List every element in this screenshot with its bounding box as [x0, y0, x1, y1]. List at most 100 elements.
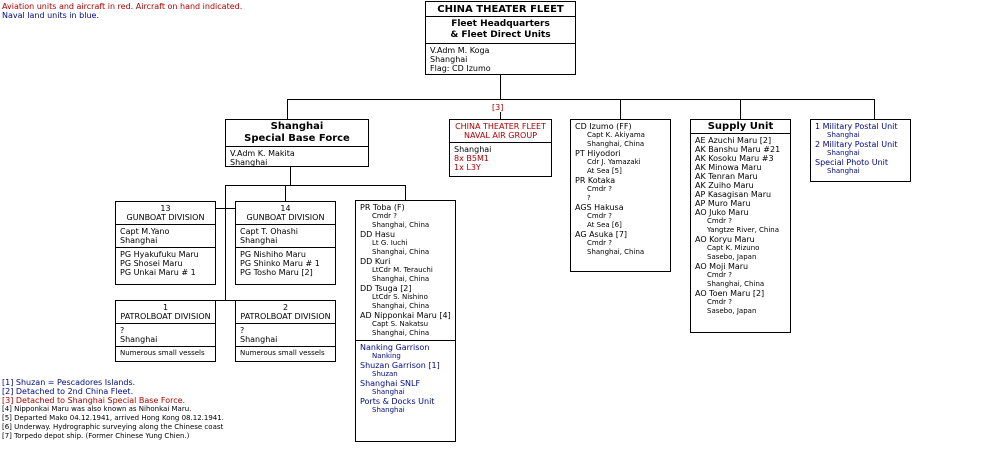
- sbf-ship-line: PR Toba (F): [360, 203, 405, 212]
- connector: [285, 185, 286, 201]
- gd14-commander: Capt T. Ohashi: [240, 227, 298, 236]
- garrison-line: Shuzan Garrison [1]: [360, 361, 440, 370]
- fleet-direct-ship-line: ?: [587, 194, 591, 202]
- pd1-commander: ?: [120, 326, 125, 335]
- hq-fleet-name: CHINA THEATER FLEET: [437, 4, 564, 15]
- supply-ship-line: AO Juko Maru: [695, 208, 749, 217]
- footnote-6: [6] Underway. Hydrographic surveying alo…: [2, 423, 224, 431]
- pd2-commander: ?: [240, 326, 245, 335]
- footnote-2: [2] Detached to 2nd China Fleet.: [2, 387, 134, 396]
- air-location: Shanghai: [454, 145, 492, 154]
- supply-ship-line: AO Koryu Maru: [695, 235, 755, 244]
- pd1-vessels: Numerous small vessels: [120, 349, 205, 357]
- supply-ship-line: Sasebo, Japan: [707, 253, 757, 261]
- garrison-line: Nanking Garrison: [360, 343, 430, 352]
- supply-ship-line: AK Tenran Maru: [695, 172, 758, 181]
- supply-unit-box: Supply Unit AE Azuchi Maru [2]AK Banshu …: [690, 119, 791, 333]
- hq-flag: Flag: CD Izumo: [430, 64, 491, 73]
- hq-location: Shanghai: [430, 55, 468, 64]
- footnote-3: [3] Detached to Shanghai Special Base Fo…: [2, 396, 186, 405]
- postal-unit-line: Shanghai: [827, 167, 860, 175]
- gd13-type: GUNBOAT DIVISION: [126, 213, 205, 222]
- garrison-line: Ports & Docks Unit: [360, 397, 435, 406]
- gd14-ship: PG Nishiho Maru: [240, 250, 306, 259]
- air-aircraft-1: 8x B5M1: [454, 154, 489, 163]
- connector: [287, 99, 874, 100]
- supply-ship-line: AO Moji Maru: [695, 262, 749, 271]
- fleet-direct-ship-line: At Sea [6]: [587, 221, 622, 229]
- supply-ship-line: AP Kasagisan Maru: [695, 190, 772, 199]
- supply-ship-line: AP Muro Maru: [695, 199, 751, 208]
- fleet-direct-ship-line: PT Hiyodori: [575, 149, 621, 158]
- sbf-ship-line: Capt S. Nakatsu: [372, 320, 429, 328]
- fleet-direct-ship-line: Cmdr ?: [587, 239, 612, 247]
- supply-ship-line: AK Kosoku Maru #3: [695, 154, 774, 163]
- garrison-line: Shuzan: [372, 370, 398, 378]
- footnotes: [1] Shuzan = Pescadores Islands. [2] Det…: [2, 378, 224, 441]
- supply-ship-line: Sasebo, Japan: [707, 307, 757, 315]
- gd14-number: 14: [280, 204, 291, 213]
- gd14-type: GUNBOAT DIVISION: [246, 213, 325, 222]
- gd13-ship: PG Unkai Maru # 1: [120, 268, 196, 277]
- sbf-ship-line: AD Nipponkai Maru [4]: [360, 311, 451, 320]
- air-group-box: CHINA THEATER FLEET NAVAL AIR GROUP Shan…: [449, 119, 552, 177]
- fleet-direct-ship-line: CD Izumo (FF): [575, 122, 632, 131]
- supply-ship-line: Capt K. Mizuno: [707, 244, 760, 252]
- legend-naval-land: Naval land units in blue.: [2, 11, 99, 20]
- pd2-number: 2: [282, 303, 289, 312]
- sbf-ship-line: Shanghai, China: [372, 221, 430, 229]
- legend-aviation: Aviation units and aircraft in red. Airc…: [2, 2, 243, 11]
- sbf-ship-line: Lt G. Iuchi: [372, 239, 408, 247]
- sbf-ship-line: Shanghai, China: [372, 302, 430, 310]
- postal-unit-line: Shanghai: [827, 131, 860, 139]
- connector: [225, 185, 406, 186]
- gd13-location: Shanghai: [120, 236, 158, 245]
- sbf-ship-line: DD Tsuga [2]: [360, 284, 412, 293]
- supply-ship-line: AO Toen Maru [2]: [695, 289, 765, 298]
- fleet-direct-ship-line: Shanghai, China: [587, 248, 645, 256]
- sbf-ship-line: Cmdr ?: [372, 212, 397, 220]
- supply-ship-line: AK Zuiho Maru: [695, 181, 754, 190]
- connector: [500, 112, 501, 119]
- gunboat-division-14-box: 14 GUNBOAT DIVISION Capt T. Ohashi Shang…: [235, 201, 336, 285]
- postal-unit-line: 1 Military Postal Unit: [815, 122, 898, 131]
- garrison-line: Nanking: [372, 352, 401, 360]
- garrison-line: Shanghai: [372, 406, 405, 414]
- pd1-type: PATROLBOAT DIVISION: [120, 312, 211, 321]
- supply-ship-line: AK Minowa Maru: [695, 163, 762, 172]
- garrison-line: Shanghai SNLF: [360, 379, 421, 388]
- supply-title: Supply Unit: [707, 121, 774, 132]
- fleet-direct-ship-line: AG Asuka [7]: [575, 230, 628, 239]
- gd14-ship: PG Tosho Maru [2]: [240, 268, 313, 277]
- sbf-name-line2: Special Base Force: [244, 133, 350, 144]
- pd2-vessels: Numerous small vessels: [240, 349, 325, 357]
- hq-unit-line1: Fleet Headquarters: [451, 19, 550, 29]
- fleet-direct-ship-line: PR Kotaka: [575, 176, 616, 185]
- pd1-location: Shanghai: [120, 335, 158, 344]
- sbf-commander: V.Adm K. Makita: [230, 149, 295, 158]
- gd13-ship: PG Hyakufuku Maru: [120, 250, 199, 259]
- gd14-location: Shanghai: [240, 236, 278, 245]
- connector: [405, 185, 406, 200]
- connector: [500, 74, 501, 100]
- air-ref: [3]: [492, 103, 504, 112]
- connector: [290, 166, 291, 185]
- footnote-4: [4] Nipponkai Maru was also known as Nih…: [2, 405, 192, 413]
- sbf-ship-line: LtCdr M. Terauchi: [372, 266, 433, 274]
- sbf-name-line1: Shanghai: [270, 121, 324, 132]
- hq-commander: V.Adm M. Koga: [430, 46, 490, 55]
- connector: [740, 99, 741, 119]
- supply-ship-line: AE Azuchi Maru [2]: [695, 136, 772, 145]
- footnote-7: [7] Torpedo depot ship. (Former Chinese …: [2, 432, 190, 440]
- supply-ship-line: Cmdr ?: [707, 217, 732, 225]
- hq-unit-line2: & Fleet Direct Units: [450, 30, 551, 40]
- sbf-box: Shanghai Special Base Force V.Adm K. Mak…: [225, 119, 369, 167]
- hq-box: CHINA THEATER FLEET Fleet Headquarters &…: [425, 1, 576, 75]
- sbf-ship-line: DD Kuri: [360, 257, 391, 266]
- pd1-number: 1: [162, 303, 169, 312]
